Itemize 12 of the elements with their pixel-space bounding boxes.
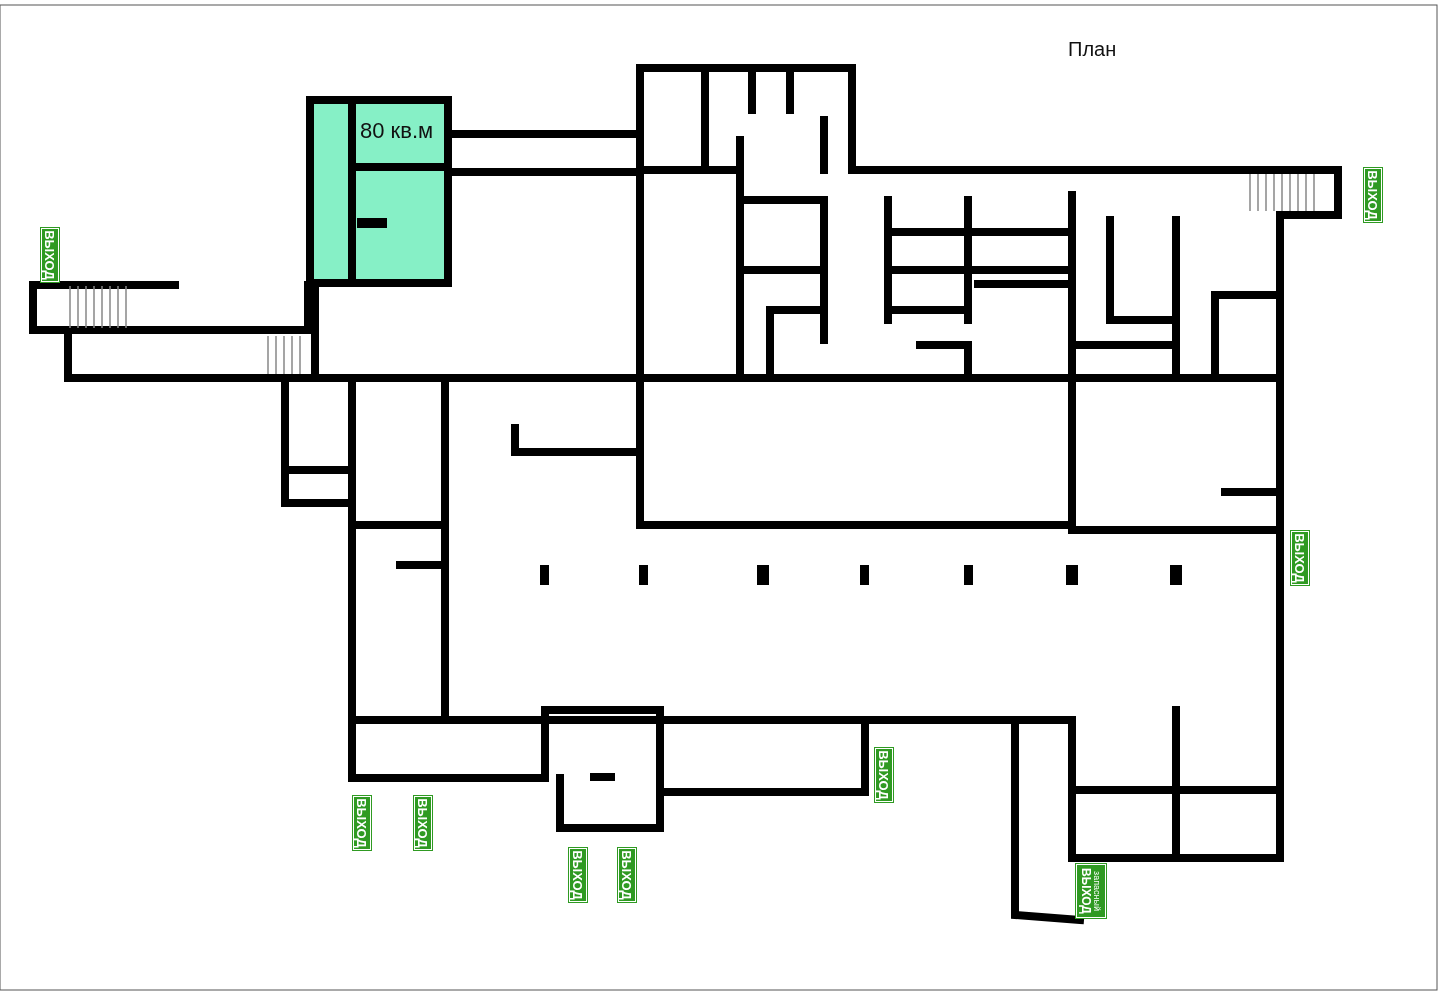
exit-sign: ВЫХОД: [875, 748, 893, 802]
exit-sign: ВЫХОД: [353, 796, 371, 850]
exit-sign: ВЫХОД: [414, 796, 432, 850]
exit-sign: ВЫХОД: [618, 848, 636, 902]
exit-sign-text: ВЫХОД: [1080, 868, 1093, 914]
plan-title: План: [1068, 38, 1117, 61]
exit-sign: ВЫХОД: [569, 848, 587, 902]
area-label: 80 кв.м: [360, 118, 434, 144]
exit-sign: ВЫХОД: [1364, 168, 1382, 222]
exit-sign: ВЫХОД: [41, 228, 59, 282]
exit-sign: ВЫХОД: [1291, 531, 1309, 585]
exit-sign-subtext: запасный: [1092, 871, 1102, 911]
